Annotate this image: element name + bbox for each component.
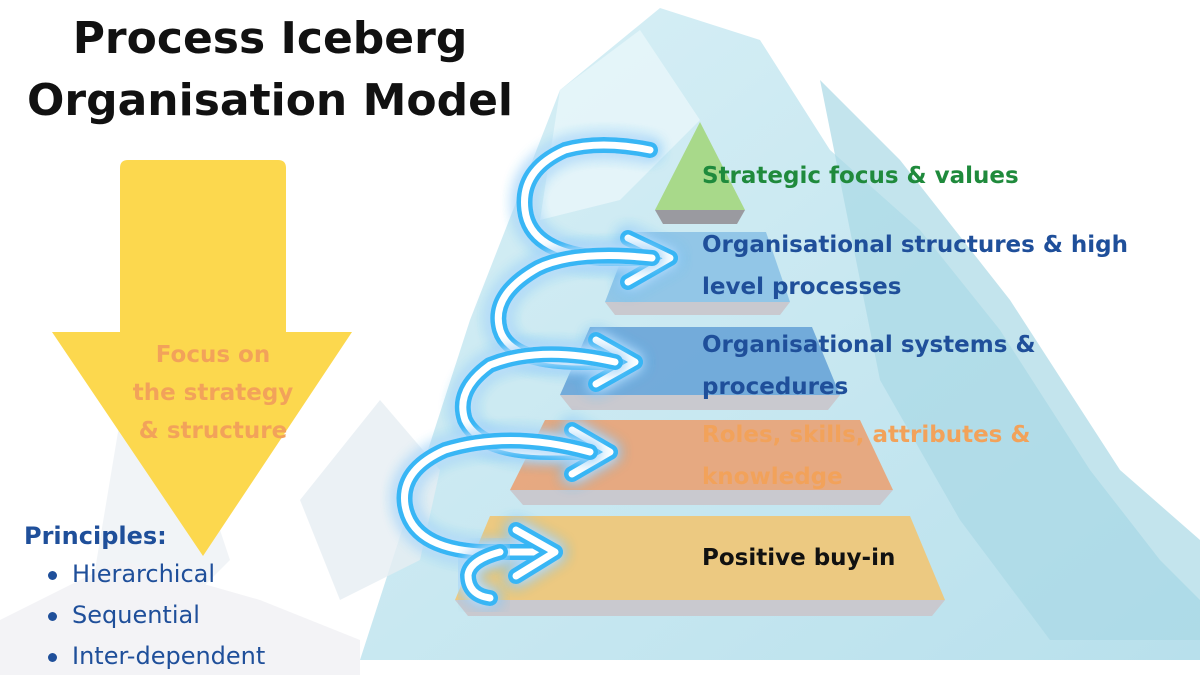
layer-1-line-1: Strategic focus & values xyxy=(702,163,1019,189)
layer-strategic-focus: Strategic focus & values xyxy=(702,155,1019,197)
layer-roles-skills: Roles, skills, attributes & knowledge xyxy=(702,414,1030,498)
curved-flow-arrow-icon xyxy=(460,544,508,606)
layer-positive-buy-in: Positive buy-in xyxy=(702,537,895,579)
layer-4-line-1: Roles, skills, attributes & xyxy=(702,422,1031,448)
layer-3-line-2: procedures xyxy=(702,374,849,400)
layer-3-line-1: Organisational systems & xyxy=(702,332,1036,358)
focus-line-1: Focus on xyxy=(155,342,271,368)
curved-flow-arrow-icon xyxy=(396,432,598,584)
layer-5-line-1: Positive buy-in xyxy=(702,545,896,571)
principle-item: Inter-dependent xyxy=(24,636,265,677)
principle-item: Hierarchical xyxy=(24,554,265,595)
down-arrow-icon xyxy=(52,160,352,556)
curved-flow-arrow-icon xyxy=(516,137,678,290)
pyramid xyxy=(455,122,945,616)
title-line-1: Process Iceberg xyxy=(72,13,468,64)
layer-organisational-structures: Organisational structures & high level p… xyxy=(702,224,1128,308)
layer-2-line-2: level processes xyxy=(702,274,902,300)
principles-title: Principles: xyxy=(24,522,167,550)
flow-arrows xyxy=(396,137,678,606)
page-title: Process Iceberg Organisation Model xyxy=(0,8,540,132)
focus-line-2: the strategy xyxy=(132,380,294,406)
layer-2-line-1: Organisational structures & high xyxy=(702,232,1129,258)
focus-line-3: & structure xyxy=(138,418,288,444)
focus-arrow-label: Focus on the strategy & structure xyxy=(108,336,318,450)
principle-item: Sequential xyxy=(24,595,265,636)
layer-4-line-2: knowledge xyxy=(702,464,843,490)
title-line-2: Organisation Model xyxy=(27,75,513,126)
layer-organisational-systems: Organisational systems & procedures xyxy=(702,324,1036,408)
principles-list: Principles: Hierarchical Sequential Inte… xyxy=(24,518,265,677)
